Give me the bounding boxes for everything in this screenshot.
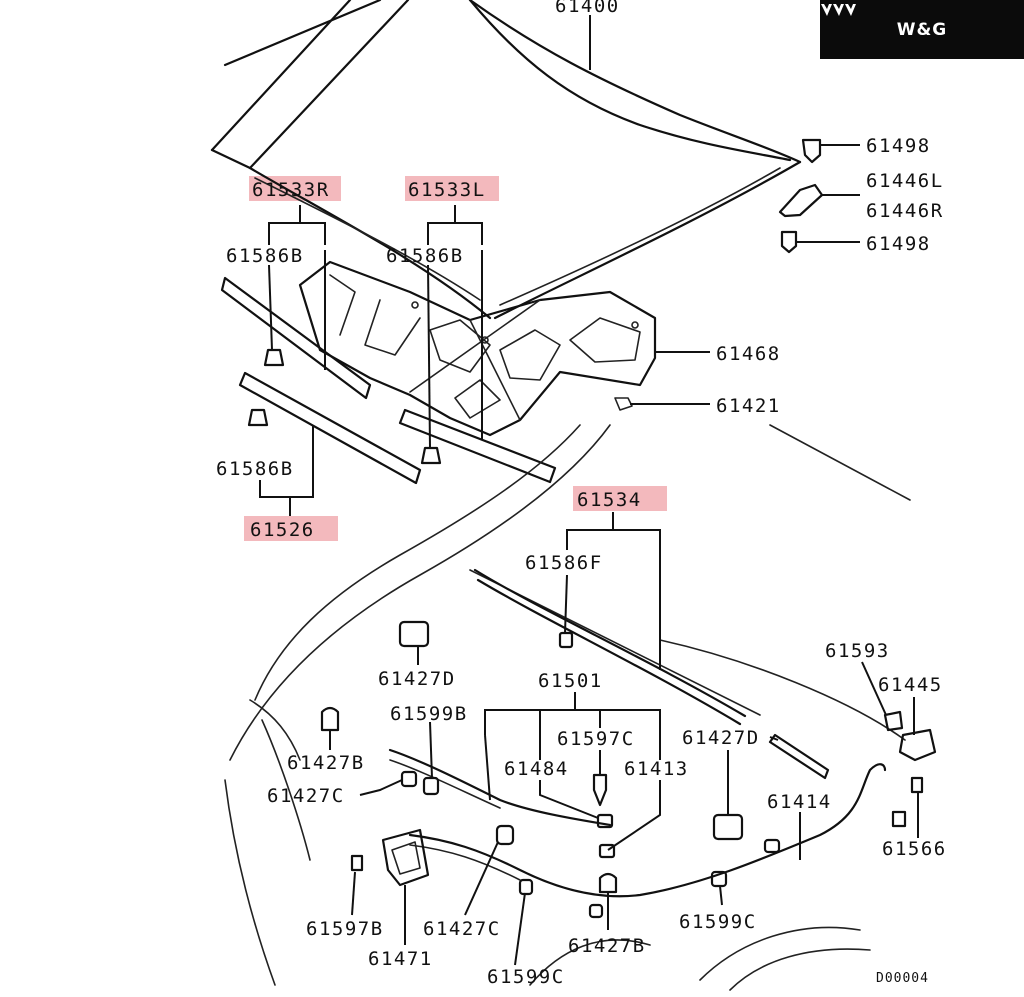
label-61501: 61501	[538, 670, 603, 692]
label-61427d-1: 61427D	[378, 668, 456, 690]
label-61533r: 61533R	[252, 179, 330, 201]
cowl-weatherstrip	[473, 568, 830, 780]
highlight-61526	[244, 516, 338, 541]
label-61413: 61413	[624, 758, 689, 780]
label-61427d-2: 61427D	[682, 727, 760, 749]
label-61593: 61593	[825, 640, 890, 662]
label-61427c-1: 61427C	[267, 785, 345, 807]
label-61427c-2: 61427C	[423, 918, 501, 940]
hood-weatherstrips	[220, 276, 557, 485]
hood-inner-frame	[298, 260, 657, 437]
label-61597c: 61597C	[557, 728, 635, 750]
label-61599c-2: 61599C	[679, 911, 757, 933]
label-61427b-2: 61427B	[568, 935, 646, 957]
label-61471: 61471	[368, 948, 433, 970]
label-61445: 61445	[878, 674, 943, 696]
label-61566: 61566	[882, 838, 947, 860]
hood-outline	[210, 0, 802, 320]
highlight-61533l	[405, 176, 499, 201]
label-61498-a: 61498	[866, 135, 931, 157]
label-61586b-3: 61586B	[216, 458, 294, 480]
label-61534: 61534	[577, 489, 642, 511]
label-61427b-1: 61427B	[287, 752, 365, 774]
highlight-61533r	[249, 176, 341, 201]
label-61446r: 61446R	[866, 200, 944, 222]
label-61599b: 61599B	[390, 703, 468, 725]
label-61468: 61468	[716, 343, 781, 365]
part-labels: 61400 61498 61446L 61446R 61498 61533R 6…	[216, 0, 947, 988]
triple-chevron-logo-icon	[821, 4, 856, 16]
label-61414: 61414	[767, 791, 832, 813]
label-61586b-2: 61586B	[386, 245, 464, 267]
label-61599c-1: 61599C	[487, 966, 565, 988]
label-61526: 61526	[250, 519, 315, 541]
label-61498-b: 61498	[866, 233, 931, 255]
leader-lines	[259, 15, 919, 966]
label-61597b: 61597B	[306, 918, 384, 940]
brand-badge: W&G	[820, 0, 1024, 59]
diagram-code: D00004	[876, 971, 929, 986]
label-61484: 61484	[504, 758, 569, 780]
label-61586b-1: 61586B	[226, 245, 304, 267]
brand-name: W&G	[896, 19, 948, 40]
label-61400: 61400	[555, 0, 620, 17]
label-61533l: 61533L	[408, 179, 486, 201]
label-61421: 61421	[716, 395, 781, 417]
strip-clips	[247, 348, 442, 465]
hinge-parts	[614, 138, 824, 411]
label-61586f: 61586F	[525, 552, 603, 574]
label-61446l: 61446L	[866, 170, 944, 192]
highlight-61534	[573, 486, 667, 511]
